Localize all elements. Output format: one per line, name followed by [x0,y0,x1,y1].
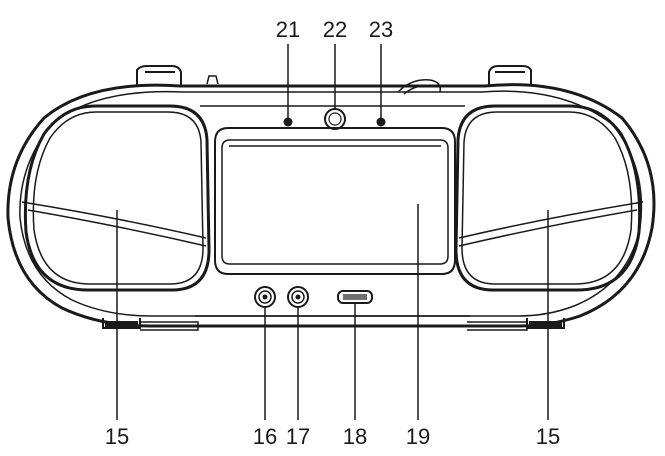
callout-display: 19 [406,424,430,449]
center-knob [324,108,346,130]
callout-23: 23 [369,17,393,42]
handle-bumps [136,65,532,95]
left-speaker [21,104,211,292]
feet [102,318,565,331]
callout-right-speaker: 15 [536,424,560,449]
display-panel [214,127,456,275]
callout-22: 22 [323,17,347,42]
top-controls [283,108,386,130]
right-indicator-dot [376,117,386,127]
callout-headphone-jack: 16 [253,424,277,449]
callout-usb-port: 18 [343,424,367,449]
callout-labels: 21 22 23 15 16 17 18 19 15 [105,17,560,449]
right-speaker [454,104,644,292]
leader-lines [116,44,549,420]
left-indicator-dot [283,117,293,127]
callout-aux-in-jack: 17 [286,424,310,449]
callout-left-speaker: 15 [105,424,129,449]
callout-21: 21 [276,17,300,42]
